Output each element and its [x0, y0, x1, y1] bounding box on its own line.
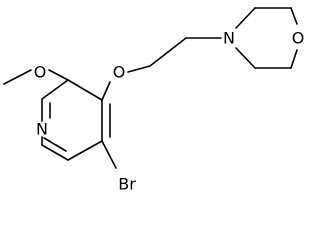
bond-ch2-ch2: [149, 37, 187, 67]
bond-mc4-mn: [235, 47, 256, 69]
atom-ether-o: O: [113, 63, 126, 82]
bond-o-ch2: [127, 65, 151, 73]
bond-mc2-mo: [290, 7, 298, 25]
bond-methyl-o: [3, 69, 32, 85]
atom-morpholine-o: O: [292, 29, 305, 48]
bond-c5-c6-double: [43, 137, 67, 152]
bond-n1-c2-join: [41, 79, 69, 100]
bond-mo-mc3: [290, 49, 298, 69]
atom-pyridine-n: N: [36, 120, 48, 139]
chemical-structure-diagram: O O N Br N O: [3, 7, 305, 194]
bond-c5-c6: [41, 144, 69, 161]
atom-bromine: Br: [118, 175, 136, 194]
atom-methoxy-o: O: [34, 63, 47, 82]
atom-morpholine-n: N: [223, 29, 235, 48]
bond-c2-c3: [67, 79, 103, 101]
bond-o-c2: [48, 69, 69, 81]
bond-c3-o-ether: [101, 81, 111, 101]
bond-c5-br: [101, 140, 117, 169]
bond-mn-c1: [235, 7, 256, 29]
bond-c4-c5: [67, 140, 103, 161]
